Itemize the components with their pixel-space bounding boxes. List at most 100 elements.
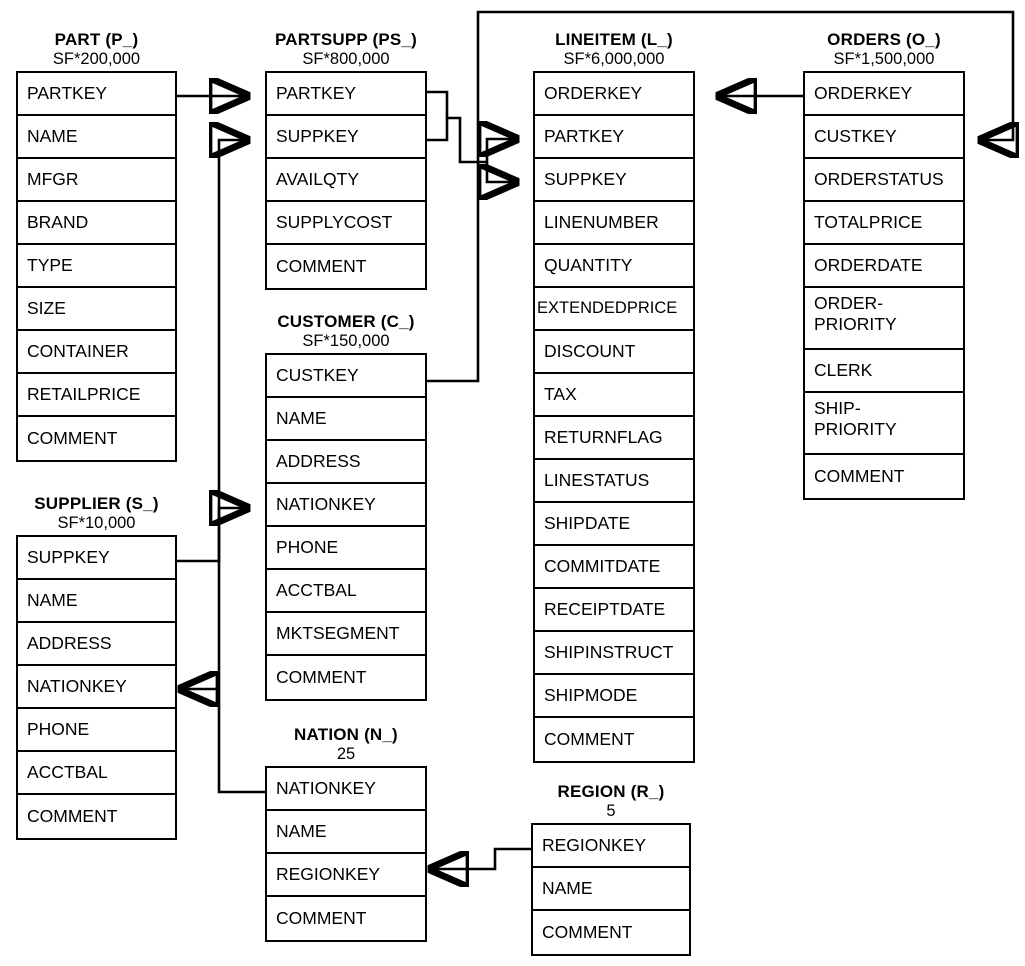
field-lineitem-orderkey[interactable]: ORDERKEY: [535, 73, 693, 116]
table-nation-cardinality: 25: [336, 745, 356, 763]
field-supplier-comment[interactable]: COMMENT: [27, 806, 118, 827]
field-orders-comment[interactable]: COMMENT: [814, 466, 905, 487]
field-orders-orderpriority[interactable]: ORDER- PRIORITY: [805, 288, 963, 350]
field-customer-custkey[interactable]: CUSTKEY: [267, 355, 425, 398]
field-lineitem-linenumber[interactable]: LINENUMBER: [535, 202, 693, 245]
field-lineitem-comment[interactable]: COMMENT: [544, 729, 635, 750]
field-part-retailprice[interactable]: RETAILPRICE: [18, 374, 175, 417]
field-lineitem-shipmode[interactable]: SHIPMODE: [535, 675, 693, 718]
link-partsupp-lineitem-suppkey: [427, 118, 449, 142]
field-nation-name[interactable]: NAME: [267, 811, 425, 854]
field-customer-address[interactable]: ADDRESS: [267, 441, 425, 484]
field-nation-nationkey[interactable]: NATIONKEY: [267, 768, 425, 811]
table-lineitem-fields: ORDERKEY PARTKEY SUPPKEY LINENUMBER QUAN…: [533, 71, 695, 763]
table-partsupp-cardinality: SF*800,000: [302, 50, 390, 68]
field-orders-orderstatus[interactable]: ORDERSTATUS: [805, 159, 963, 202]
table-part-fields: PARTKEY NAME MFGR BRAND TYPE SIZE CONTAI…: [16, 71, 177, 462]
field-partsupp-suppkey[interactable]: SUPPKEY: [267, 116, 425, 159]
field-orders-orderkey[interactable]: ORDERKEY: [805, 73, 963, 116]
field-partsupp-availqty[interactable]: AVAILQTY: [267, 159, 425, 202]
field-part-size[interactable]: SIZE: [18, 288, 175, 331]
field-customer-acctbal[interactable]: ACCTBAL: [267, 570, 425, 613]
field-partsupp-comment[interactable]: COMMENT: [276, 256, 367, 277]
field-customer-phone[interactable]: PHONE: [267, 527, 425, 570]
field-lineitem-quantity[interactable]: QUANTITY: [535, 245, 693, 288]
field-nation-regionkey[interactable]: REGIONKEY: [267, 854, 425, 897]
table-nation[interactable]: NATION (N_) 25 NATIONKEY NAME REGIONKEY …: [265, 725, 427, 942]
field-lineitem-returnflag[interactable]: RETURNFLAG: [535, 417, 693, 460]
link-region-nation: [430, 847, 531, 869]
table-lineitem[interactable]: LINEITEM (L_) SF*6,000,000 ORDERKEY PART…: [533, 30, 695, 763]
table-customer-title: CUSTOMER (C_): [277, 312, 415, 331]
field-supplier-suppkey[interactable]: SUPPKEY: [18, 537, 175, 580]
table-orders-fields: ORDERKEY CUSTKEY ORDERSTATUS TOTALPRICE …: [803, 71, 965, 500]
field-partsupp-supplycost[interactable]: SUPPLYCOST: [267, 202, 425, 245]
field-customer-mktsegment[interactable]: MKTSEGMENT: [267, 613, 425, 656]
table-partsupp-fields: PARTKEY SUPPKEY AVAILQTY SUPPLYCOST COMM…: [265, 71, 427, 290]
field-part-container[interactable]: CONTAINER: [18, 331, 175, 374]
field-lineitem-suppkey[interactable]: SUPPKEY: [535, 159, 693, 202]
field-lineitem-tax[interactable]: TAX: [535, 374, 693, 417]
table-part-cardinality: SF*200,000: [52, 50, 141, 68]
field-part-partkey[interactable]: PARTKEY: [18, 73, 175, 116]
field-orders-totalprice[interactable]: TOTALPRICE: [805, 202, 963, 245]
table-supplier-cardinality: SF*10,000: [57, 514, 136, 532]
field-region-regionkey[interactable]: REGIONKEY: [533, 825, 689, 868]
field-lineitem-commitdate[interactable]: COMMITDATE: [535, 546, 693, 589]
field-lineitem-partkey[interactable]: PARTKEY: [535, 116, 693, 159]
field-supplier-name[interactable]: NAME: [18, 580, 175, 623]
field-orders-orderpriority-line1: ORDER-: [814, 293, 884, 313]
link-partsupp-lineitem-partkey: [427, 90, 517, 164]
field-lineitem-shipinstruct[interactable]: SHIPINSTRUCT: [535, 632, 693, 675]
link-nation-customer: [219, 508, 265, 794]
field-supplier-nationkey[interactable]: NATIONKEY: [18, 666, 175, 709]
field-part-mfgr[interactable]: MFGR: [18, 159, 175, 202]
field-part-type[interactable]: TYPE: [18, 245, 175, 288]
field-region-name[interactable]: NAME: [533, 868, 689, 911]
table-supplier[interactable]: SUPPLIER (S_) SF*10,000 SUPPKEY NAME ADD…: [16, 494, 177, 840]
field-region-comment[interactable]: COMMENT: [542, 922, 633, 943]
field-orders-shippriority-line2: PRIORITY: [814, 418, 897, 439]
field-orders-shippriority[interactable]: SHIP- PRIORITY: [805, 393, 963, 455]
field-orders-shippriority-line1: SHIP-: [814, 398, 861, 418]
table-region[interactable]: REGION (R_) 5 REGIONKEY NAME COMMENT: [531, 782, 691, 956]
table-part[interactable]: PART (P_) SF*200,000 PARTKEY NAME MFGR B…: [16, 30, 177, 462]
table-orders-title: ORDERS (O_): [827, 30, 941, 49]
field-orders-clerk[interactable]: CLERK: [805, 350, 963, 393]
field-part-brand[interactable]: BRAND: [18, 202, 175, 245]
field-customer-nationkey[interactable]: NATIONKEY: [267, 484, 425, 527]
field-lineitem-receiptdate[interactable]: RECEIPTDATE: [535, 589, 693, 632]
field-lineitem-linestatus[interactable]: LINESTATUS: [535, 460, 693, 503]
field-supplier-acctbal[interactable]: ACCTBAL: [18, 752, 175, 795]
field-part-comment[interactable]: COMMENT: [27, 428, 118, 449]
field-nation-comment[interactable]: COMMENT: [276, 908, 367, 929]
field-orders-custkey[interactable]: CUSTKEY: [805, 116, 963, 159]
table-customer[interactable]: CUSTOMER (C_) SF*150,000 CUSTKEY NAME AD…: [265, 312, 427, 701]
field-supplier-phone[interactable]: PHONE: [18, 709, 175, 752]
field-customer-comment[interactable]: COMMENT: [276, 667, 367, 688]
table-partsupp[interactable]: PARTSUPP (PS_) SF*800,000 PARTKEY SUPPKE…: [265, 30, 427, 290]
link-supplier-partsupp: [177, 140, 248, 563]
field-lineitem-discount[interactable]: DISCOUNT: [535, 331, 693, 374]
table-orders[interactable]: ORDERS (O_) SF*1,500,000 ORDERKEY CUSTKE…: [803, 30, 965, 500]
link-partsupp-lineitem-suppkey-2: [487, 162, 517, 182]
field-partsupp-partkey[interactable]: PARTKEY: [267, 73, 425, 116]
table-nation-title: NATION (N_): [294, 725, 398, 744]
table-region-fields: REGIONKEY NAME COMMENT: [531, 823, 691, 956]
table-part-title: PART (P_): [54, 30, 139, 49]
field-lineitem-shipdate[interactable]: SHIPDATE: [535, 503, 693, 546]
table-region-cardinality: 5: [606, 802, 616, 820]
field-orders-orderdate[interactable]: ORDERDATE: [805, 245, 963, 288]
field-customer-name[interactable]: NAME: [267, 398, 425, 441]
table-orders-cardinality: SF*1,500,000: [833, 50, 935, 68]
table-customer-cardinality: SF*150,000: [302, 332, 390, 350]
field-supplier-address[interactable]: ADDRESS: [18, 623, 175, 666]
table-region-title: REGION (R_): [557, 782, 665, 801]
table-lineitem-cardinality: SF*6,000,000: [563, 50, 665, 68]
table-nation-fields: NATIONKEY NAME REGIONKEY COMMENT: [265, 766, 427, 942]
table-customer-fields: CUSTKEY NAME ADDRESS NATIONKEY PHONE ACC…: [265, 353, 427, 701]
table-partsupp-title: PARTSUPP (PS_): [275, 30, 417, 49]
field-lineitem-extendedprice[interactable]: EXTENDEDPRICE: [535, 288, 693, 331]
field-part-name[interactable]: NAME: [18, 116, 175, 159]
